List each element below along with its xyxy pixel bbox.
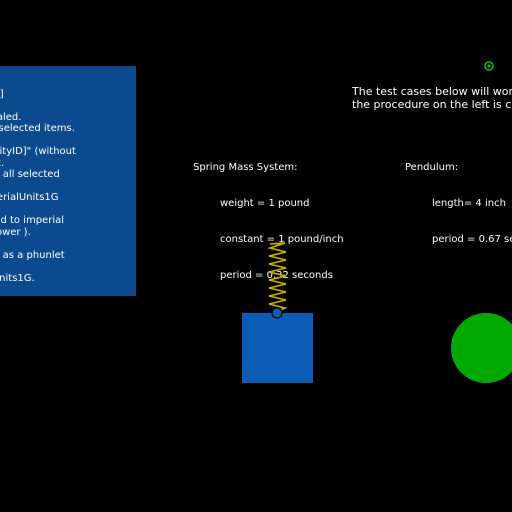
instruction-line: now scaled to imperial xyxy=(0,215,64,226)
instructions-text: F10). ...y.entityIDs = [] F10). to be sc… xyxy=(0,77,136,284)
test-cases-note: The test cases below will wor the proced… xyxy=(352,85,512,111)
spring-mass-title: Spring Mass System: xyxy=(193,162,298,173)
instruction-line: to be scaled. xyxy=(0,111,22,123)
instruction-line: s ++ [entityID]" (without xyxy=(0,146,76,157)
instruction-line: menu for all selected xyxy=(2,169,60,180)
spring-mass-period: period = 0.32 seconds xyxy=(220,270,333,281)
instruction-line: ImperialUnits1G. xyxy=(0,272,35,284)
spring[interactable] xyxy=(267,242,288,313)
pendulum-bob[interactable] xyxy=(451,313,512,383)
instructions-panel: F10). ...y.entityIDs = [] F10). to be sc… xyxy=(0,66,136,296)
mass-block[interactable] xyxy=(242,313,313,383)
instruction-line: ...y.entityIDs = [] xyxy=(0,88,4,100)
pendulum-title: Pendulum: xyxy=(405,162,459,173)
instruction-line: ...y.update2ImperialUnits1G xyxy=(0,192,59,203)
pendulum-period: period = 0.67 se xyxy=(432,234,512,245)
hinge-joint-icon[interactable] xyxy=(271,307,283,319)
spring-mass-info: Spring Mass System: weight = 1 pound con… xyxy=(193,138,344,294)
pendulum-length: length= 4 inch xyxy=(432,198,506,209)
note-line-1: The test cases below will wor xyxy=(352,85,512,98)
instruction-line: be saved as a phunlet xyxy=(2,249,65,261)
spring-mass-weight: weight = 1 pound xyxy=(220,198,310,209)
spring-mass-constant: constant = 1 pound/inch xyxy=(220,234,344,245)
note-line-2: the procedure on the left is c xyxy=(352,98,512,111)
instruction-line: input box. xyxy=(0,157,5,169)
instruction-line: is 20X slower ). xyxy=(0,226,31,238)
instruction-line: nu for all selected items. xyxy=(0,123,75,134)
pendulum-info: Pendulum: length= 4 inch period = 0.67 s… xyxy=(405,138,512,258)
pivot-anchor-icon[interactable] xyxy=(484,61,494,71)
